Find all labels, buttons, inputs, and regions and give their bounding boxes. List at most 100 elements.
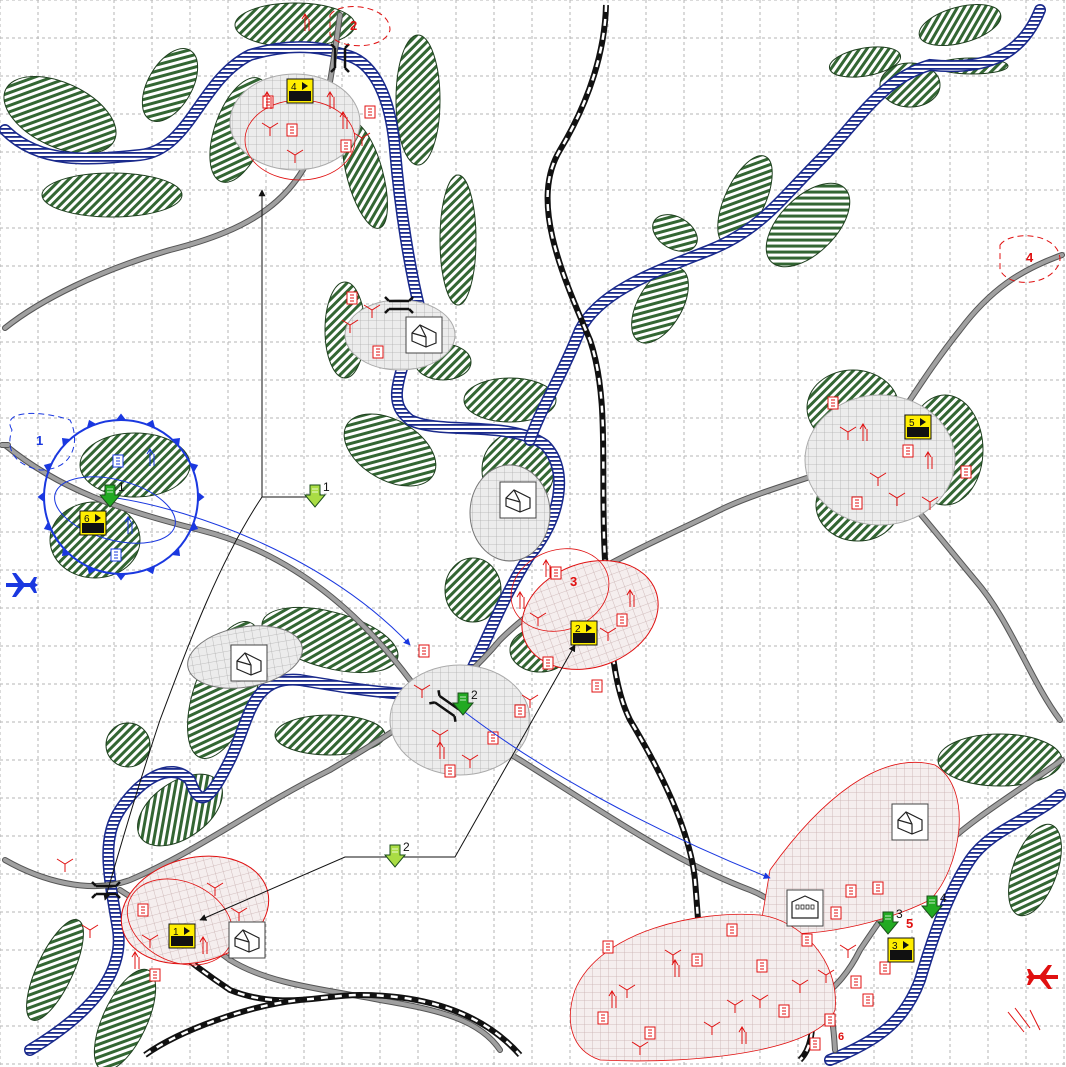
settlement xyxy=(521,560,659,670)
obstacle-symbol xyxy=(839,426,857,440)
obstacle-symbol xyxy=(341,319,359,333)
position-symbol xyxy=(850,975,862,989)
flag-icon: 5 xyxy=(904,414,932,440)
obstacle-symbol xyxy=(81,924,99,938)
bridge-icon xyxy=(330,43,350,73)
objective-area-1 xyxy=(9,412,76,471)
route-arrow xyxy=(393,644,576,858)
position-symbol xyxy=(862,993,874,1007)
forest xyxy=(343,413,437,487)
flag-label: 1 xyxy=(173,927,179,938)
position-symbol xyxy=(851,496,863,510)
position-symbol xyxy=(444,764,456,778)
position-symbol xyxy=(845,884,857,898)
obstacle-symbol xyxy=(791,979,809,993)
route-arrow xyxy=(461,709,771,879)
weapon-symbol xyxy=(131,951,140,969)
obstacle-symbol xyxy=(56,858,74,872)
position-symbol xyxy=(550,566,562,580)
marker-label: 2 xyxy=(403,840,410,854)
obstacle-symbol xyxy=(1007,1007,1041,1033)
weapon-symbol xyxy=(608,990,617,1008)
obstacle-symbol xyxy=(529,612,547,626)
obstacle-symbol xyxy=(726,999,744,1013)
forest xyxy=(937,733,1063,787)
forest xyxy=(93,968,157,1067)
arrow-down-icon: 2 xyxy=(451,688,478,716)
position-symbol xyxy=(726,923,738,937)
forest xyxy=(828,46,902,78)
aircraft xyxy=(6,573,1058,989)
bridges xyxy=(91,43,465,899)
friendly-positions xyxy=(37,413,205,581)
area-label: 2 xyxy=(350,18,357,33)
obstacle-symbol xyxy=(631,1041,649,1055)
marker-label: 4 xyxy=(940,891,947,905)
obstacle-symbol xyxy=(839,944,857,958)
route-arrow xyxy=(109,496,411,646)
obstacle-symbol xyxy=(817,969,835,983)
forest xyxy=(41,172,183,218)
position-symbol xyxy=(691,953,703,967)
forest xyxy=(1008,823,1062,917)
objective-areas xyxy=(9,6,1061,471)
forest xyxy=(879,62,941,108)
position-symbol xyxy=(137,903,149,917)
building-icon xyxy=(891,803,929,841)
forest xyxy=(3,75,117,155)
position-symbol xyxy=(960,465,972,479)
flag-label: 6 xyxy=(84,514,90,525)
position-symbol xyxy=(801,933,813,947)
position-symbol xyxy=(542,656,554,670)
forest xyxy=(444,557,502,623)
weapon-symbol xyxy=(146,448,155,466)
flag-icon: 2 xyxy=(570,620,598,646)
settlement xyxy=(389,664,531,776)
position-symbol xyxy=(149,968,161,982)
obstacle-symbol xyxy=(888,492,906,506)
forest xyxy=(918,3,1002,47)
forest xyxy=(631,266,689,344)
flag-icon: 3 xyxy=(887,937,915,963)
obstacle-symbol xyxy=(413,684,431,698)
position-symbol xyxy=(827,396,839,410)
marker-label: 1 xyxy=(118,480,125,494)
building-icon xyxy=(786,889,824,927)
position-symbol xyxy=(340,139,352,153)
marker-label: 1 xyxy=(323,480,330,494)
position-symbol xyxy=(514,704,526,718)
forest xyxy=(439,174,477,306)
obstacle-symbol xyxy=(286,149,304,163)
forest xyxy=(79,432,191,498)
position-symbol xyxy=(597,1011,609,1025)
position-symbol xyxy=(487,731,499,745)
arrow-down-icon: 1 xyxy=(98,480,125,508)
flag-label: 2 xyxy=(575,624,581,635)
building-icon xyxy=(405,316,443,354)
weapon-symbol xyxy=(924,451,933,469)
bridge-icon xyxy=(384,296,414,314)
weapon-symbol xyxy=(124,516,133,534)
obstacle-symbol xyxy=(261,122,279,136)
position-symbol xyxy=(879,961,891,975)
position-symbol xyxy=(418,644,430,658)
obstacle-symbol xyxy=(363,304,381,318)
position-symbol xyxy=(824,1013,836,1027)
objective-area-2 xyxy=(329,6,391,47)
forest xyxy=(26,919,84,1021)
weapon-symbol xyxy=(859,423,868,441)
friendly-area xyxy=(37,413,205,581)
marker-label: 2 xyxy=(471,688,478,702)
flag-label: 5 xyxy=(909,418,915,429)
weapon-symbol xyxy=(671,959,680,977)
weapon-symbol xyxy=(301,13,310,31)
marker-label: 3 xyxy=(896,907,903,921)
obstacle-symbol xyxy=(751,994,769,1008)
obstacle-symbol xyxy=(664,949,682,963)
position-symbol xyxy=(872,881,884,895)
forest xyxy=(765,182,851,268)
area-label: 3 xyxy=(570,574,577,589)
weapon-symbol xyxy=(326,91,335,109)
weapon-symbol xyxy=(516,591,525,609)
route-arrow xyxy=(199,856,393,921)
